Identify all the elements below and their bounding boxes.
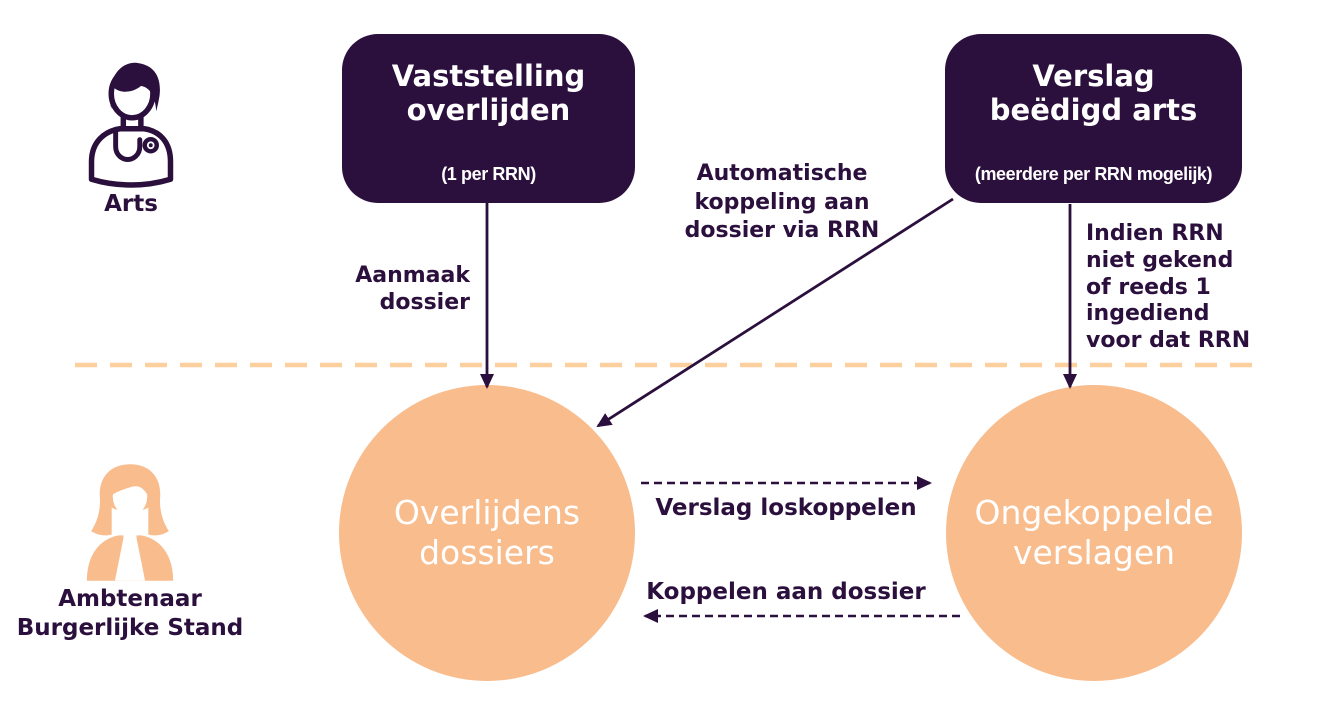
node-ongekoppelde-verslagen: Ongekoppelde verslagen: [946, 385, 1242, 681]
civil-servant-icon: [86, 464, 174, 581]
node-subtitle: (meerdere per RRN mogelijk): [974, 164, 1213, 184]
circle-label: Ongekoppelde verslagen: [974, 492, 1214, 572]
circle-label: Overlijdens dossiers: [393, 492, 581, 572]
node-vaststelling-overlijden: Vaststelling overlijden (1 per RRN): [342, 34, 635, 203]
edge-label-verslag-loskoppelen: Verslag loskoppelen: [655, 495, 917, 521]
edge-label-indien-rrn: Indien RRN niet gekend of reeds 1 ingedi…: [1086, 221, 1251, 354]
node-title: Verslag beëdigd arts: [989, 59, 1198, 127]
node-overlijdensdossiers: Overlijdens dossiers: [339, 385, 635, 681]
node-verslag-beedigd-arts: Verslag beëdigd arts (meerdere per RRN m…: [945, 34, 1242, 203]
doctor-icon: [88, 62, 174, 188]
actor-label-arts: Arts: [104, 191, 158, 217]
actor-label-ambtenaar: Ambtenaar Burgerlijke Stand: [16, 586, 244, 641]
edge-label-automatische-koppeling: Automatische koppeling aan dossier via R…: [684, 161, 880, 244]
node-subtitle: (1 per RRN): [441, 164, 536, 184]
edge-label-koppelen-aan-dossier: Koppelen aan dossier: [646, 579, 926, 605]
edge-label-aanmaak-dossier: Aanmaak dossier: [355, 263, 470, 316]
arrow-automatische-koppeling: [596, 197, 954, 428]
node-title: Vaststelling overlijden: [391, 59, 586, 127]
